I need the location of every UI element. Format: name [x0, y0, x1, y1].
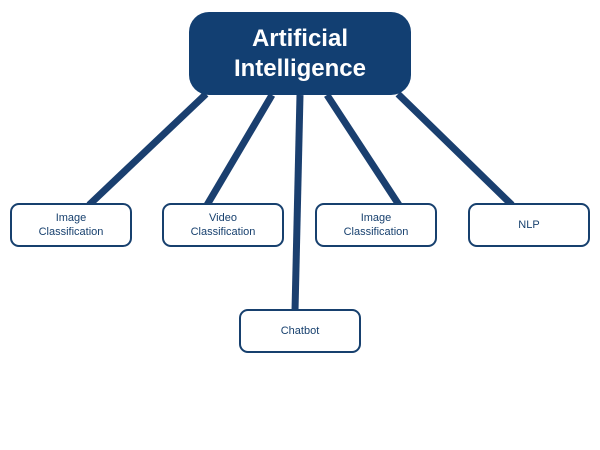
- node-image-classification-right[interactable]: Image Classification: [315, 203, 437, 247]
- node-nlp[interactable]: NLP: [468, 203, 590, 247]
- node-video-classification[interactable]: Video Classification: [162, 203, 284, 247]
- root-node-artificial-intelligence[interactable]: Artificial Intelligence: [189, 12, 411, 95]
- connector-nlp: [395, 91, 515, 208]
- connector-chatbot: [291, 94, 304, 312]
- connector-image-classification-right: [324, 93, 402, 207]
- node-chatbot[interactable]: Chatbot: [239, 309, 361, 353]
- connector-video-classification: [203, 93, 276, 207]
- node-image-classification-left[interactable]: Image Classification: [10, 203, 132, 247]
- connector-image-classification-left: [86, 91, 209, 208]
